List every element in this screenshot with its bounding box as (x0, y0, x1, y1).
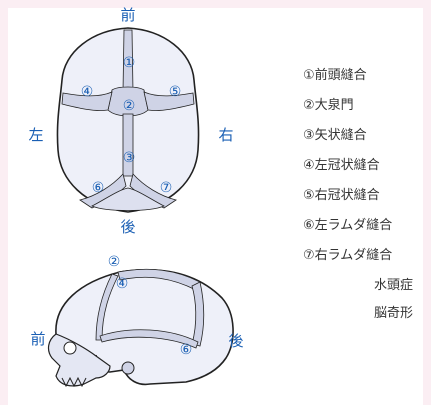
marker-3: ③ (123, 150, 136, 166)
marker-6: ⑥ (92, 180, 105, 196)
legend-number: ① (303, 68, 315, 83)
legend-number: ② (303, 98, 315, 113)
legend-text: 左冠状縫合 (315, 158, 380, 173)
legend-text: 前頭縫合 (315, 68, 367, 83)
legend-item: ⑥左ラムダ縫合 (303, 216, 429, 246)
legend-extra-brain-malformation: 脳奇形 (303, 304, 429, 332)
legend-number: ⑥ (303, 218, 315, 233)
marker-7: ⑦ (160, 180, 173, 196)
marker-2: ② (123, 98, 136, 114)
side-label-back: 後 (228, 332, 243, 350)
legend-text: 右ラムダ縫合 (315, 248, 393, 263)
legend-number: ④ (303, 158, 315, 173)
legend-item: ②大泉門 (303, 96, 429, 126)
legend-number: ⑦ (303, 248, 315, 263)
legend-text: 右冠状縫合 (315, 188, 380, 203)
eye-socket (64, 342, 76, 354)
legend-text: 矢状縫合 (315, 128, 367, 143)
legend-number: ③ (303, 128, 315, 143)
legend-item: ⑦右ラムダ縫合 (303, 246, 429, 276)
marker-4: ④ (81, 84, 94, 100)
top-label-back: 後 (120, 218, 135, 236)
side-marker-4: ④ (116, 276, 129, 292)
legend-number: ⑤ (303, 188, 315, 203)
sagittal-suture (123, 114, 133, 176)
marker-5: ⑤ (169, 84, 182, 100)
suture-legend: ①前頭縫合 ②大泉門 ③矢状縫合 ④左冠状縫合 ⑤右冠状縫合 ⑥左ラムダ縫合 ⑦… (303, 66, 429, 332)
legend-item: ⑤右冠状縫合 (303, 186, 429, 216)
legend-text: 大泉門 (315, 98, 354, 113)
ear-opening (122, 362, 134, 374)
marker-1: ① (123, 55, 136, 71)
side-label-front: 前 (30, 330, 45, 348)
skull-top-view: 前 後 左 右 ① ② ③ ④ ⑤ ⑥ ⑦ (28, 6, 233, 236)
legend-text: 左ラムダ縫合 (315, 218, 393, 233)
side-marker-2: ② (108, 254, 121, 270)
top-label-front: 前 (120, 6, 135, 24)
side-marker-6: ⑥ (180, 342, 193, 358)
top-label-right: 右 (218, 126, 233, 144)
legend-extra-hydrocephalus: 水頭症 (303, 276, 429, 304)
legend-item: ③矢状縫合 (303, 126, 429, 156)
top-label-left: 左 (28, 126, 43, 144)
skull-side-view: 前 後 ② ④ ⑥ (30, 254, 243, 386)
legend-item: ①前頭縫合 (303, 66, 429, 96)
legend-item: ④左冠状縫合 (303, 156, 429, 186)
